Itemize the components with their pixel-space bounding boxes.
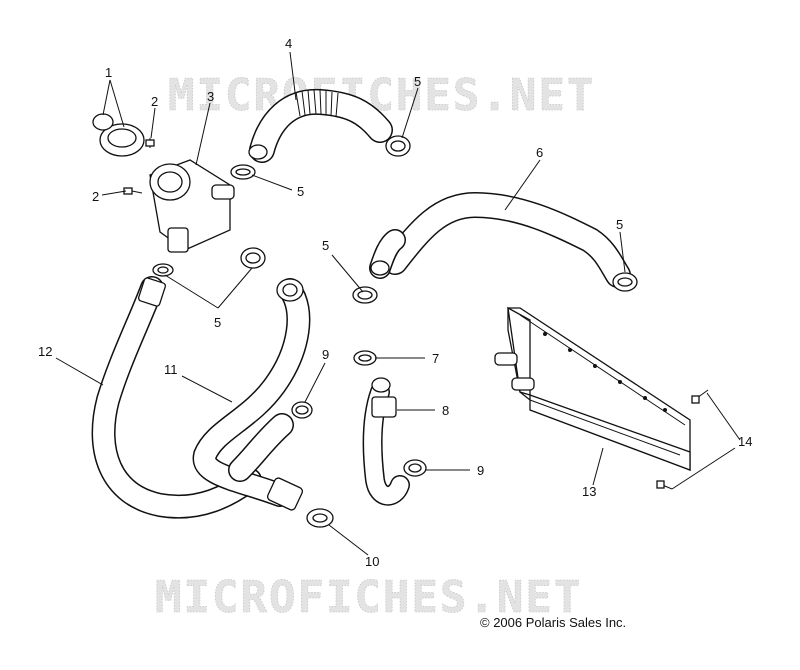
clamp-9-b	[403, 459, 427, 477]
watermark-top: MICROFICHES.NET	[168, 70, 595, 121]
callout-12: 12	[38, 344, 52, 359]
callout-11: 11	[164, 362, 178, 377]
clamp-10	[306, 508, 334, 528]
callout-numbers: 1 2 2 3 4 5 5 5 5 5 6 7 8 9 9 10 11 12 1…	[38, 36, 752, 569]
clamp-5-f	[612, 272, 638, 292]
callout-5-top: 5	[414, 74, 421, 89]
callout-3: 3	[207, 89, 214, 104]
clamp-5-b	[230, 164, 256, 180]
callout-7: 7	[432, 351, 439, 366]
callout-2-lower: 2	[92, 189, 99, 204]
radiator-cap-1	[92, 113, 145, 157]
callout-8: 8	[442, 403, 449, 418]
callout-13: 13	[582, 484, 596, 499]
hose-4	[248, 88, 393, 163]
screw-2-lower	[123, 187, 143, 195]
callout-1: 1	[105, 65, 112, 80]
callout-14: 14	[738, 434, 752, 449]
heat-exchanger-13	[494, 306, 691, 471]
hose-6	[369, 192, 631, 288]
copyright-text: © 2006 Polaris Sales Inc.	[480, 615, 626, 630]
callout-9-lower: 9	[477, 463, 484, 478]
hose-11	[192, 278, 311, 511]
clamp-9-a	[291, 401, 313, 419]
callout-5-mid: 5	[297, 184, 304, 199]
screw-14-upper	[691, 389, 709, 404]
leader-lines	[55, 51, 741, 556]
callout-10: 10	[365, 554, 379, 569]
callout-6: 6	[536, 145, 543, 160]
callout-5-lower: 5	[214, 315, 221, 330]
clamp-5-d	[152, 263, 174, 277]
clamp-5-e	[352, 286, 378, 304]
callout-5-right: 5	[616, 217, 623, 232]
hose-8	[362, 377, 410, 506]
clamp-7	[353, 350, 377, 366]
callout-2-upper: 2	[151, 94, 158, 109]
callout-9-upper: 9	[322, 347, 329, 362]
callout-5-center: 5	[322, 238, 329, 253]
hose-12	[91, 276, 262, 519]
watermark-bottom: MICROFICHES.NET	[155, 572, 582, 623]
clamp-5-a	[385, 135, 411, 157]
clamp-5-c	[240, 247, 266, 269]
screw-14-lower	[656, 480, 673, 490]
callout-4: 4	[285, 36, 292, 51]
screw-2-upper	[145, 138, 155, 148]
thermostat-housing-3	[149, 159, 235, 253]
